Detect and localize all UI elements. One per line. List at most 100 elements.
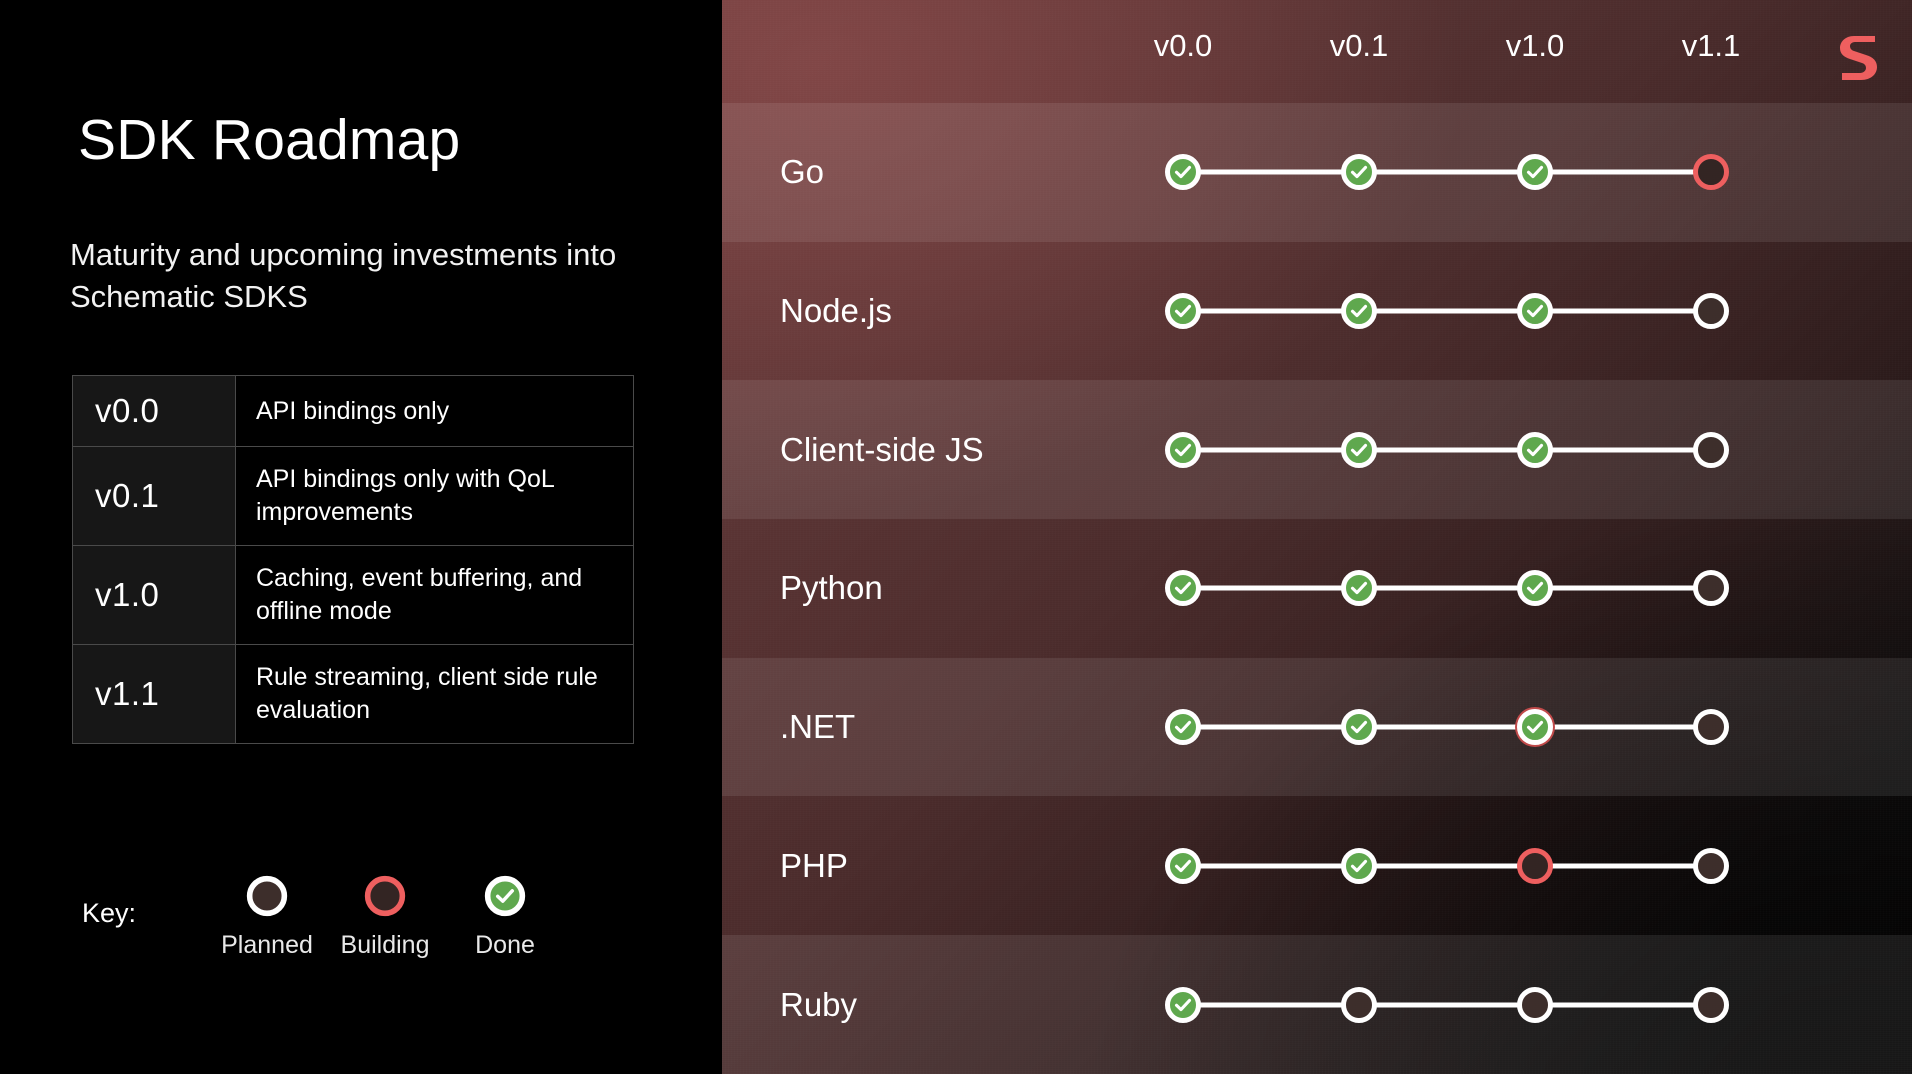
check-icon xyxy=(1526,720,1544,734)
key-item-label: Building xyxy=(340,931,430,959)
progress-track xyxy=(1183,724,1711,730)
milestone-node[interactable] xyxy=(1517,847,1553,884)
status-marker-planned[interactable] xyxy=(1693,293,1729,330)
status-marker-done[interactable] xyxy=(1341,570,1377,607)
status-marker-planned[interactable] xyxy=(1693,570,1729,607)
milestone-node[interactable] xyxy=(1341,709,1377,746)
status-marker-done[interactable] xyxy=(1165,847,1201,884)
key-item-planned: Planned xyxy=(192,874,342,960)
milestone-node[interactable] xyxy=(1693,154,1729,191)
milestone-node[interactable] xyxy=(1693,847,1729,884)
status-marker-done-building[interactable] xyxy=(1517,709,1553,746)
status-marker-planned[interactable] xyxy=(1693,847,1729,884)
check-icon xyxy=(1174,582,1192,595)
sdk-row-label: .NET xyxy=(780,708,856,746)
milestone-node[interactable] xyxy=(1517,986,1553,1023)
sdk-row[interactable]: .NET xyxy=(722,657,1912,797)
left-panel: SDK Roadmap Maturity and upcoming invest… xyxy=(0,0,722,1074)
sdk-row[interactable]: Python xyxy=(722,519,1912,658)
sdk-row[interactable]: PHP xyxy=(722,797,1912,936)
sdk-row[interactable]: Node.js xyxy=(722,242,1912,381)
milestone-node[interactable] xyxy=(1165,709,1201,746)
status-marker-done[interactable] xyxy=(1341,847,1377,884)
milestone-node[interactable] xyxy=(1693,431,1729,468)
status-marker-done[interactable] xyxy=(1517,431,1553,468)
milestone-node[interactable] xyxy=(1165,847,1201,884)
status-marker-planned[interactable] xyxy=(1693,986,1729,1023)
check-icon xyxy=(1350,166,1368,179)
status-marker-planned[interactable] xyxy=(1341,986,1377,1023)
key-marker-planned xyxy=(245,874,289,918)
milestone-node[interactable] xyxy=(1165,431,1201,468)
status-marker-done[interactable] xyxy=(1341,293,1377,330)
progress-track xyxy=(1183,585,1711,591)
check-icon xyxy=(1174,998,1192,1011)
milestone-node[interactable] xyxy=(1341,986,1377,1023)
check-icon xyxy=(1174,859,1192,872)
status-marker-done[interactable] xyxy=(1341,709,1377,746)
status-marker-building[interactable] xyxy=(364,875,406,917)
status-marker-done[interactable] xyxy=(484,875,526,917)
sdk-row[interactable]: Client-side JS xyxy=(722,380,1912,520)
status-marker-done[interactable] xyxy=(1517,154,1553,191)
status-marker-planned[interactable] xyxy=(1693,709,1729,746)
milestone-node[interactable] xyxy=(1517,293,1553,330)
milestone-node[interactable] xyxy=(1341,847,1377,884)
status-marker-building[interactable] xyxy=(1693,154,1729,191)
sdk-row[interactable]: Go xyxy=(722,103,1912,242)
milestone-node[interactable] xyxy=(1341,293,1377,330)
check-icon xyxy=(1526,443,1544,456)
status-marker-planned[interactable] xyxy=(246,875,288,917)
check-icon xyxy=(1174,720,1192,734)
status-marker-done[interactable] xyxy=(1517,570,1553,607)
milestone-node[interactable] xyxy=(1165,986,1201,1023)
milestone-node[interactable] xyxy=(1693,293,1729,330)
status-marker-done[interactable] xyxy=(1165,154,1201,191)
check-icon xyxy=(1350,720,1368,734)
status-marker-done[interactable] xyxy=(1341,431,1377,468)
column-header-v1.0: v1.0 xyxy=(1505,28,1565,63)
sdk-row-label: Node.js xyxy=(780,292,892,330)
sdk-row-label: Python xyxy=(780,569,883,607)
milestone-node[interactable] xyxy=(1693,986,1729,1023)
status-marker-done[interactable] xyxy=(1165,431,1201,468)
check-icon xyxy=(1350,582,1368,595)
milestone-node[interactable] xyxy=(1165,293,1201,330)
status-marker-planned[interactable] xyxy=(1517,986,1553,1023)
milestone-node[interactable] xyxy=(1341,154,1377,191)
status-marker-done[interactable] xyxy=(1165,709,1201,746)
milestone-node[interactable] xyxy=(1341,431,1377,468)
sdk-row-label: PHP xyxy=(780,846,848,884)
version-label: v0.1 xyxy=(72,446,236,546)
milestone-node[interactable] xyxy=(1341,570,1377,607)
milestone-node[interactable] xyxy=(1693,570,1729,607)
key-item-label: Planned xyxy=(221,931,313,959)
milestone-node[interactable] xyxy=(1165,570,1201,607)
milestone-node[interactable] xyxy=(1517,431,1553,468)
check-icon xyxy=(1174,443,1192,456)
key-item-building: Building xyxy=(310,874,460,960)
milestone-node[interactable] xyxy=(1165,154,1201,191)
status-marker-done[interactable] xyxy=(1341,154,1377,191)
milestone-node[interactable] xyxy=(1517,709,1553,746)
version-label: v1.0 xyxy=(72,545,236,645)
status-marker-planned[interactable] xyxy=(1693,431,1729,468)
progress-track xyxy=(1183,308,1711,314)
status-marker-done[interactable] xyxy=(1165,986,1201,1023)
sdk-row-label: Client-side JS xyxy=(780,430,984,468)
status-marker-done[interactable] xyxy=(1165,570,1201,607)
status-marker-building[interactable] xyxy=(1517,847,1553,884)
schematic-s-logo-icon xyxy=(1840,36,1877,80)
status-marker-done[interactable] xyxy=(1165,293,1201,330)
status-marker-done[interactable] xyxy=(1517,293,1553,330)
milestone-node[interactable] xyxy=(1517,570,1553,607)
milestone-node[interactable] xyxy=(1517,154,1553,191)
version-description: API bindings only with QoL improvements xyxy=(235,446,634,546)
check-icon xyxy=(1350,859,1368,872)
milestone-node[interactable] xyxy=(1693,709,1729,746)
sdk-row[interactable]: Ruby xyxy=(722,935,1912,1074)
column-header-v1.1: v1.1 xyxy=(1681,28,1741,63)
version-label: v1.1 xyxy=(72,644,236,744)
